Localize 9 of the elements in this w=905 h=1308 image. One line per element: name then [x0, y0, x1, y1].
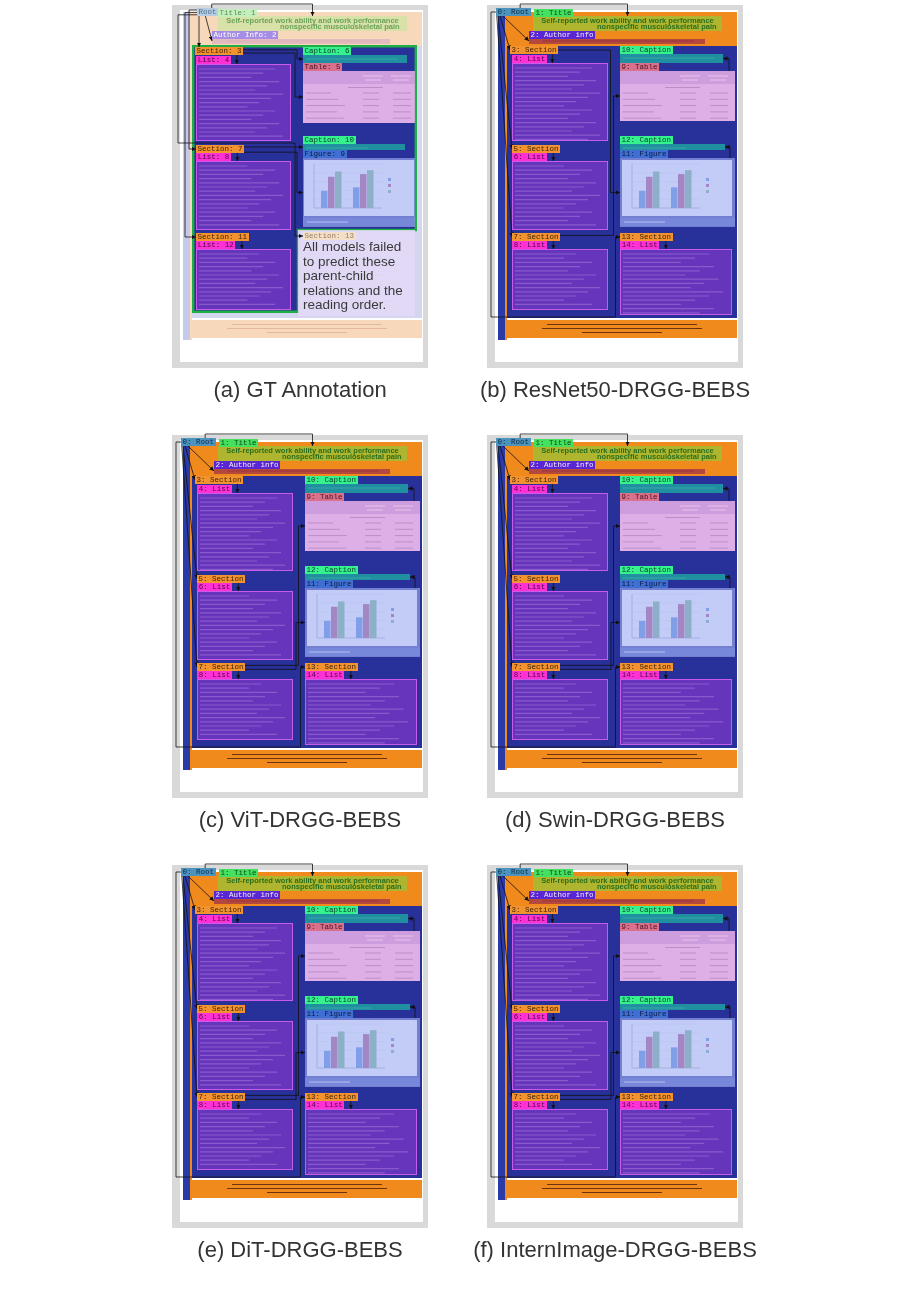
note-box [298, 230, 415, 316]
panel-caption: (d) Swin-DRGG-BEBS [505, 806, 725, 834]
note-text: All models failed to predict these parent-child relations and the reading order. [303, 240, 404, 313]
panel-caption: (f) InternImage-DRGG-BEBS [473, 1236, 757, 1264]
panel-caption: (a) GT Annotation [213, 376, 387, 404]
panel-caption: (c) ViT-DRGG-BEBS [198, 806, 402, 834]
highlight-frame [192, 45, 417, 313]
panel-caption: (b) ResNet50-DRGG-BEBS [479, 376, 751, 404]
panel-caption: (e) DiT-DRGG-BEBS [197, 1236, 403, 1264]
